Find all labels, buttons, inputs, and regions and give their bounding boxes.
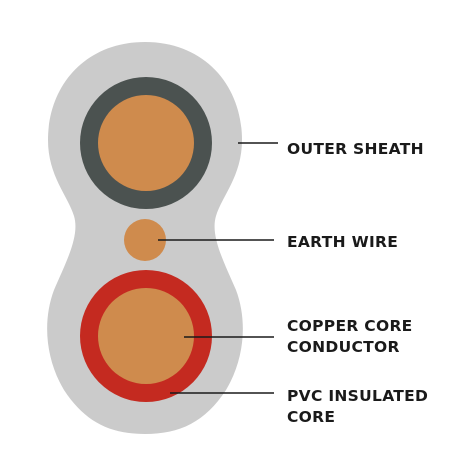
earth-wire-label: EARTH WIRE (287, 233, 398, 251)
copper-core-label-line1: COPPER CORE (287, 317, 413, 335)
pvc-insulated-label-line2: CORE (287, 408, 335, 426)
bottom-core-copper-conductor (98, 288, 194, 384)
outer-sheath-label: OUTER SHEATH (287, 140, 424, 158)
earth-wire-conductor (124, 219, 166, 261)
top-core-copper-conductor (98, 95, 194, 191)
copper-core-label-line2: CONDUCTOR (287, 338, 400, 356)
pvc-insulated-label-line1: PVC INSULATED (287, 387, 428, 405)
